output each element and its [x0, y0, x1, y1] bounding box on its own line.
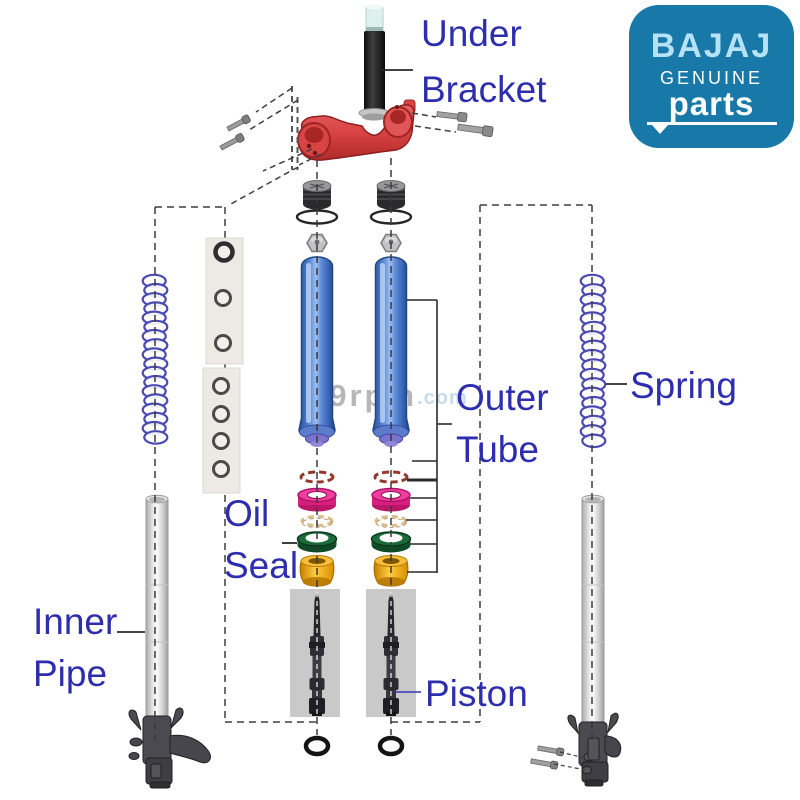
dust-seal-right [370, 531, 412, 553]
logo-genuine-text: GENUINE [659, 67, 763, 88]
clamp-bolt-top-left-1 [226, 114, 251, 132]
panel-oring [213, 241, 235, 263]
inner-pipe-right [581, 494, 605, 740]
logo-chevron-icon [651, 124, 668, 134]
logo-parts-text: parts [668, 84, 755, 122]
piston-oring-left [303, 735, 331, 757]
assembly-guide-lines-over [154, 158, 593, 740]
oring-panel-bottom [202, 367, 241, 494]
panel-oring [212, 460, 230, 478]
circlip-left [299, 470, 335, 484]
leader-outer-tube-bracket [406, 299, 452, 573]
steering-stem [364, 4, 385, 116]
axle-bolt-2 [530, 758, 559, 770]
fork-bottom-right [567, 712, 622, 787]
watermark-suffix: .com [417, 387, 468, 409]
inner-pipe-left [145, 494, 169, 740]
spring-left [141, 273, 169, 445]
panel-oring [212, 432, 230, 450]
washer-clip-right [374, 515, 408, 528]
clamp-bolt-top-left-2 [219, 133, 245, 151]
bracket-guide-lines [228, 86, 590, 771]
bajaj-genuine-parts-logo: BAJAJ GENUINE parts [629, 5, 794, 148]
label-oil-seal-line1: Oil [224, 493, 270, 534]
label-oil-seal-line2: Seal [224, 545, 299, 586]
panel-oring [212, 405, 230, 423]
panel-oring [214, 289, 232, 307]
label-outer-tube: Outer Tube [456, 372, 549, 476]
label-under-bracket: Under Bracket [421, 6, 546, 118]
washer-clip-left [300, 515, 334, 528]
label-piston: Piston [425, 673, 528, 714]
label-outer-tube-line1: Outer [456, 377, 549, 418]
logo-underline [646, 121, 777, 134]
under-bracket-clamp [297, 99, 416, 161]
logo-brand-text: BAJAJ [650, 26, 773, 65]
outer-tube-left [298, 256, 336, 447]
spring-right [579, 273, 607, 449]
clamp-bolt-top-right-1 [436, 111, 468, 123]
label-spring: Spring [630, 365, 737, 406]
label-under-bracket-line1: Under [421, 13, 522, 54]
rod-centerlines [316, 592, 392, 716]
fork-bottom-left [128, 707, 211, 789]
axle-bolt-1 [537, 745, 565, 757]
lock-nut-left [306, 233, 328, 253]
label-inner-pipe: Inner Pipe [33, 596, 117, 700]
label-outer-tube-line2: Tube [456, 429, 539, 470]
oring-panel-top [205, 237, 244, 365]
piston-oring-right [377, 735, 405, 757]
clamp-bolt-top-right-2 [457, 123, 494, 137]
panel-oring [214, 334, 232, 352]
label-oil-seal: Oil Seal [224, 488, 298, 592]
label-under-bracket-line2: Bracket [421, 69, 547, 110]
panel-oring [212, 377, 230, 395]
label-inner-pipe-line2: Pipe [33, 653, 108, 694]
leader-lines [117, 69, 627, 693]
label-inner-pipe-line1: Inner [33, 601, 118, 642]
